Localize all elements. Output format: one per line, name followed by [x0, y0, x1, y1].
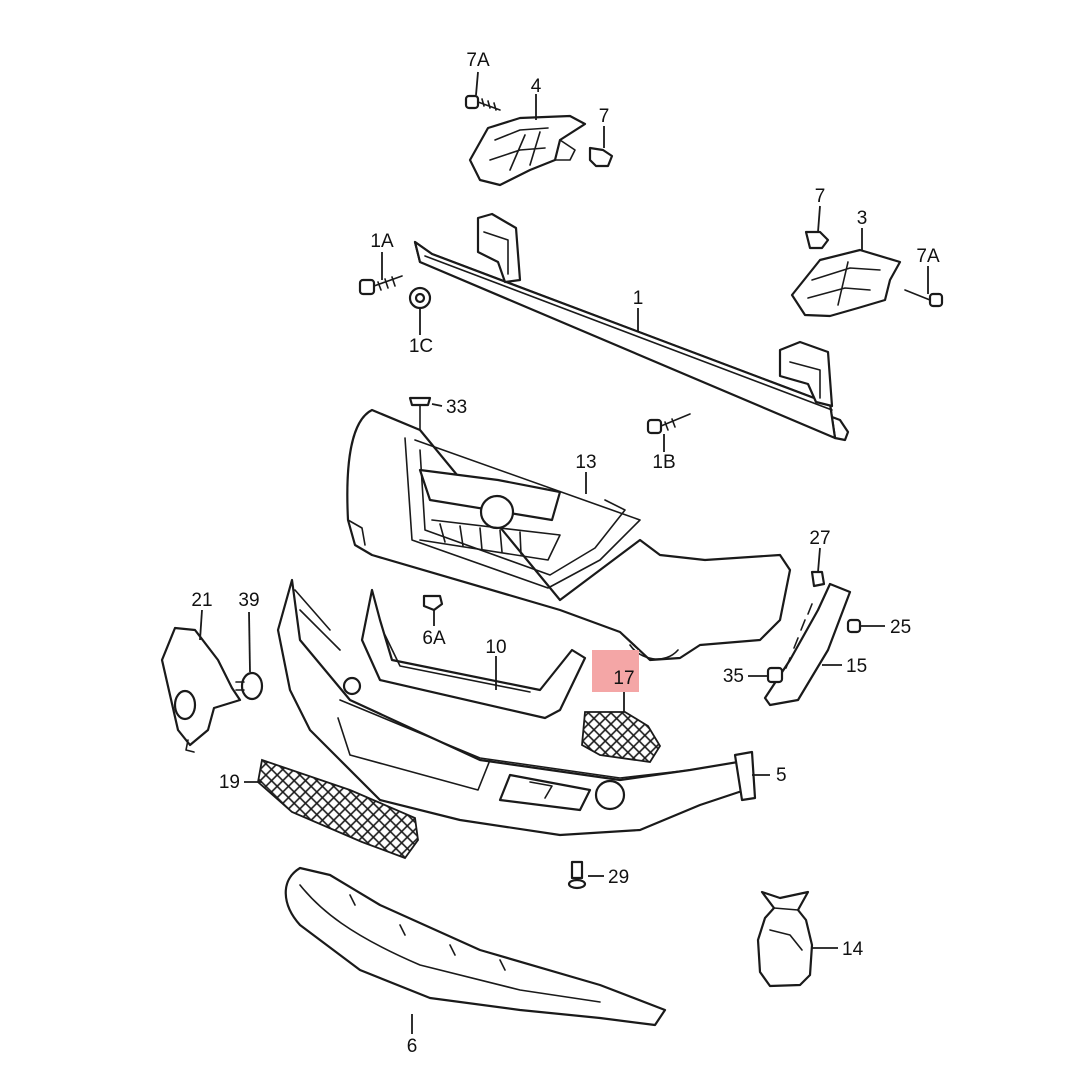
clip-35: [766, 666, 784, 684]
callout-1B: 1B: [652, 452, 675, 473]
bolt-1A: [358, 275, 403, 296]
callout-5: 5: [776, 765, 787, 786]
callout-7A-top: 7A: [466, 50, 490, 71]
callout-15: 15: [846, 656, 867, 677]
callout-7-right: 7: [815, 186, 826, 207]
callout-7-top: 7: [599, 106, 610, 127]
clip-7-right: [804, 230, 830, 250]
callout-6: 6: [407, 1036, 418, 1057]
bolt-7A-top: [464, 94, 501, 111]
bumper-cover-part-13: [346, 408, 792, 662]
callout-29: 29: [608, 867, 629, 888]
grille-insert-part-17: [581, 711, 662, 763]
callout-33: 33: [446, 397, 467, 418]
callout-17: 17: [613, 668, 634, 689]
callout-3: 3: [857, 208, 868, 229]
bolt-7A-right: [904, 289, 944, 308]
screw-25: [846, 618, 862, 634]
callout-13: 13: [575, 452, 596, 473]
callout-1C: 1C: [409, 336, 433, 357]
screw-29: [567, 860, 587, 890]
callout-25: 25: [890, 617, 911, 638]
bolt-1B: [646, 413, 691, 435]
clip-27: [810, 570, 826, 588]
bracket-part-21: [160, 626, 242, 753]
callout-35: 35: [723, 666, 744, 687]
bag-part-14: [756, 890, 814, 988]
reinforcement-bar-part-1: [413, 212, 850, 442]
clip-7-top: [588, 146, 614, 168]
callout-27: 27: [809, 528, 830, 549]
screw-33: [408, 396, 432, 431]
callout-1: 1: [633, 288, 644, 309]
bracket-part-3: [790, 248, 902, 318]
clip-6A: [422, 594, 444, 612]
callout-labels: 7A 4 7 1A 1C 1 7 3 7A 1B 33 13 27 25 15 …: [191, 50, 940, 1057]
inner-support-part-10: [360, 588, 587, 720]
highlight-box-17: [592, 650, 639, 692]
grille-mesh-part-19: [257, 758, 419, 860]
bracket-part-4: [468, 114, 587, 187]
callout-39: 39: [238, 590, 259, 611]
leader-lines: [199, 71, 929, 1034]
callout-1A: 1A: [370, 231, 394, 252]
lower-bumper-part-5: [276, 578, 757, 837]
clip-39: [235, 671, 264, 701]
callout-19: 19: [219, 772, 240, 793]
callout-21: 21: [191, 590, 212, 611]
callout-14: 14: [842, 939, 864, 960]
callout-7A-right: 7A: [916, 246, 940, 267]
callout-6A: 6A: [422, 628, 446, 649]
callout-10: 10: [485, 637, 506, 658]
washer-1C: [408, 286, 432, 310]
callout-4: 4: [531, 76, 542, 97]
spoiler-lip-part-6: [284, 866, 667, 1027]
trim-strip-part-15: [763, 582, 852, 707]
